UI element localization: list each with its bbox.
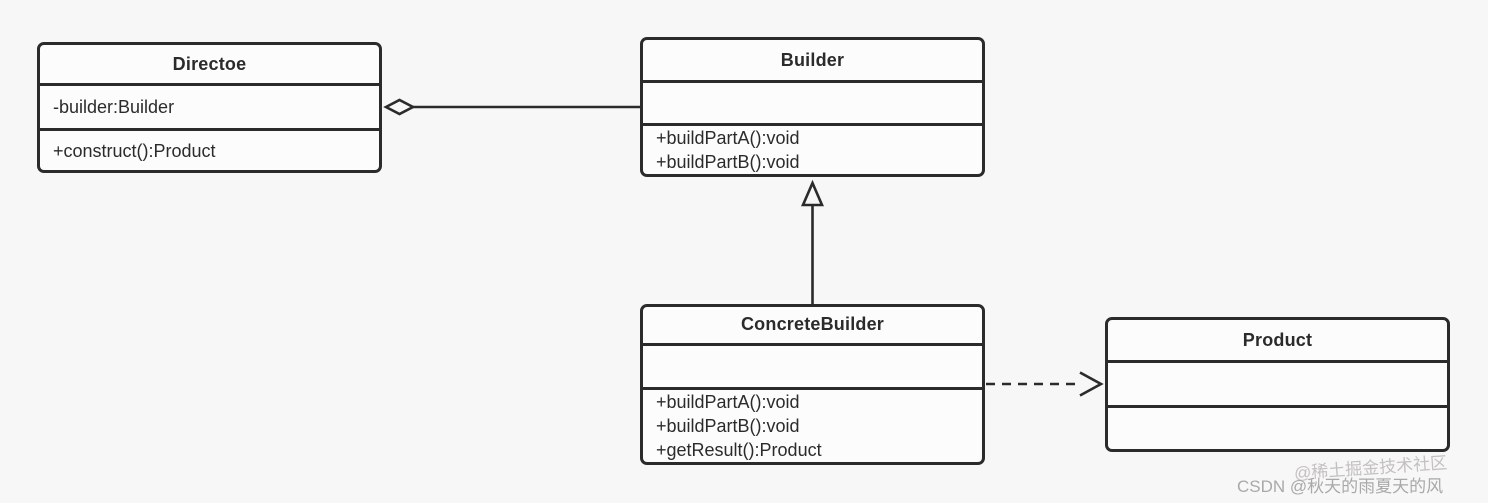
method: +buildPartA():void [656,392,800,412]
attribute: -builder:Builder [53,97,175,117]
class-methods: +construct():Product [40,128,379,170]
hollow-diamond-icon [383,98,416,116]
class-title: Product [1242,329,1313,350]
class-methods: +buildPartA():void +buildPartB():void +g… [643,387,982,462]
class-product: Product [1105,317,1450,452]
method: +buildPartA():void [656,128,800,148]
method: +getResult():Product [656,440,822,460]
class-methods [1108,405,1447,449]
class-attributes: -builder:Builder [40,83,379,128]
open-arrow-icon [1079,371,1104,397]
dependency-connector [986,371,1104,397]
class-title: ConcreteBuilder [740,314,885,335]
juejin-watermark: @稀土掘金技术社区 [1293,453,1448,483]
aggregation-connector [383,98,640,116]
inheritance-connector [801,179,824,304]
csdn-watermark: CSDN @秋天的雨夏天的风 [1237,477,1444,496]
class-title: Directoe [172,53,247,74]
class-attributes [1108,360,1447,405]
class-methods: +buildPartA():void +buildPartB():void [643,123,982,174]
class-title: Builder [780,49,845,70]
class-directoe: Directoe -builder:Builder +construct():P… [37,42,382,173]
hollow-triangle-icon [801,179,824,207]
method: +construct():Product [53,140,216,161]
class-attributes [643,80,982,123]
class-attributes [643,342,982,387]
class-builder: Builder +buildPartA():void +buildPartB()… [640,37,985,177]
method: +buildPartB():void [656,152,800,172]
class-concrete-builder: ConcreteBuilder +buildPartA():void +buil… [640,304,985,465]
method: +buildPartB():void [656,416,800,436]
